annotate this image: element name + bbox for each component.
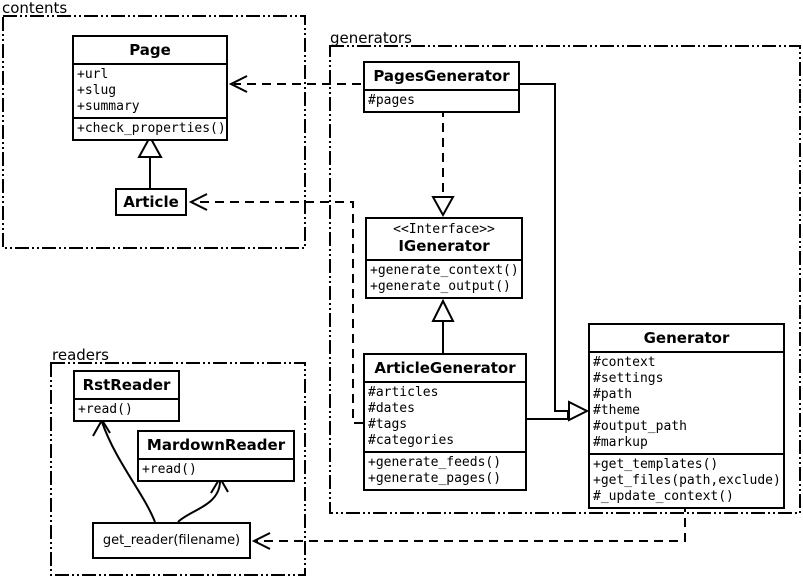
method: +generate_output(): [370, 279, 511, 294]
class-name-igenerator: IGenerator: [398, 237, 490, 255]
attribute: #output_path: [593, 419, 687, 434]
class-name-articlegenerator: ArticleGenerator: [374, 359, 516, 377]
methods-generator: +get_templates() +get_files(path,exclude…: [590, 453, 783, 507]
method: +read(): [142, 462, 197, 477]
package-border-readers: [50, 362, 306, 576]
attributes-generator: #context #settings #path #theme #output_…: [590, 351, 783, 453]
method: #_update_context(): [593, 489, 734, 504]
open-arrowhead-page: [228, 75, 248, 93]
attribute: #categories: [368, 433, 455, 448]
method: +generate_pages(): [368, 471, 502, 486]
methods-igenerator: +generate_context() +generate_output(): [367, 259, 521, 297]
methods-rstreader: +read(): [75, 398, 178, 420]
class-pagesgenerator: PagesGenerator #pages: [363, 61, 520, 113]
stereotype-interface: <<Interface>>: [393, 222, 495, 237]
method: +generate_context(): [370, 263, 519, 278]
class-mardownreader: MardownReader +read(): [137, 430, 295, 482]
method: +get_templates(): [593, 457, 719, 472]
class-articlegenerator: ArticleGenerator #articles #dates #tags …: [363, 353, 527, 491]
interface-igenerator: <<Interface>> IGenerator +generate_conte…: [365, 217, 523, 299]
attribute: +slug: [77, 83, 117, 98]
package-label-generators: generators: [330, 29, 412, 47]
attribute: #context: [593, 355, 656, 370]
attributes-articlegenerator: #articles #dates #tags #categories: [365, 381, 525, 451]
get-reader-label: get_reader(filename): [102, 533, 241, 548]
class-generator: Generator #context #settings #path #them…: [588, 323, 785, 509]
generalization-line-pagesgenerator-generator: [520, 83, 569, 412]
generalization-triangle-article-page: [137, 134, 163, 158]
attribute: #tags: [368, 417, 408, 432]
class-article: Article: [115, 188, 187, 216]
method: +generate_feeds(): [368, 455, 502, 470]
method: +check_properties(): [77, 121, 226, 136]
dependency-line-articlegenerator-article: [194, 201, 363, 424]
attribute: #settings: [593, 371, 664, 386]
attribute: +url: [77, 67, 109, 82]
attribute: #pages: [368, 93, 415, 108]
attribute: #dates: [368, 401, 415, 416]
dependency-line-generator-getreader: [256, 503, 686, 542]
function-box-get-reader: get_reader(filename): [92, 522, 251, 559]
package-border-contents: [2, 15, 306, 249]
class-name-page: Page: [129, 41, 171, 59]
class-name-pagesgenerator: PagesGenerator: [373, 67, 510, 85]
generalization-triangle-igenerator: [431, 298, 455, 322]
package-border-generators: [329, 45, 801, 514]
class-name-rstreader: RstReader: [82, 376, 171, 394]
attribute: #path: [593, 387, 633, 402]
class-page: Page +url +slug +summary +check_properti…: [72, 35, 228, 141]
methods-mardownreader: +read(): [139, 458, 293, 480]
class-name-article: Article: [123, 193, 179, 211]
class-name-mardownreader: MardownReader: [146, 436, 286, 454]
class-rstreader: RstReader +read(): [73, 370, 180, 422]
method: +read(): [78, 402, 133, 417]
igenerator-header: <<Interface>> IGenerator: [367, 219, 521, 259]
attribute: #theme: [593, 403, 640, 418]
generalization-triangle-generator: [568, 400, 590, 422]
open-arrowhead-article: [188, 193, 208, 211]
arrow-curve-getreader-rstreader: [101, 421, 156, 523]
attributes-pagesgenerator: #pages: [365, 89, 518, 111]
arrow-curve-getreader-mardownreader: [177, 481, 221, 523]
attributes-page: +url +slug +summary: [74, 63, 226, 117]
attribute: #articles: [368, 385, 439, 400]
open-arrowhead-getreader: [251, 532, 271, 550]
class-name-generator: Generator: [643, 329, 730, 347]
package-label-readers: readers: [52, 346, 109, 364]
methods-page: +check_properties(): [74, 117, 226, 139]
attribute: #markup: [593, 435, 648, 450]
generalization-line-articlegenerator-generator: [527, 411, 569, 420]
methods-articlegenerator: +generate_feeds() +generate_pages(): [365, 451, 525, 489]
method: +get_files(path,exclude): [593, 473, 781, 488]
attribute: +summary: [77, 99, 140, 114]
realization-triangle-igenerator: [431, 196, 455, 218]
package-label-contents: contents: [2, 0, 68, 17]
